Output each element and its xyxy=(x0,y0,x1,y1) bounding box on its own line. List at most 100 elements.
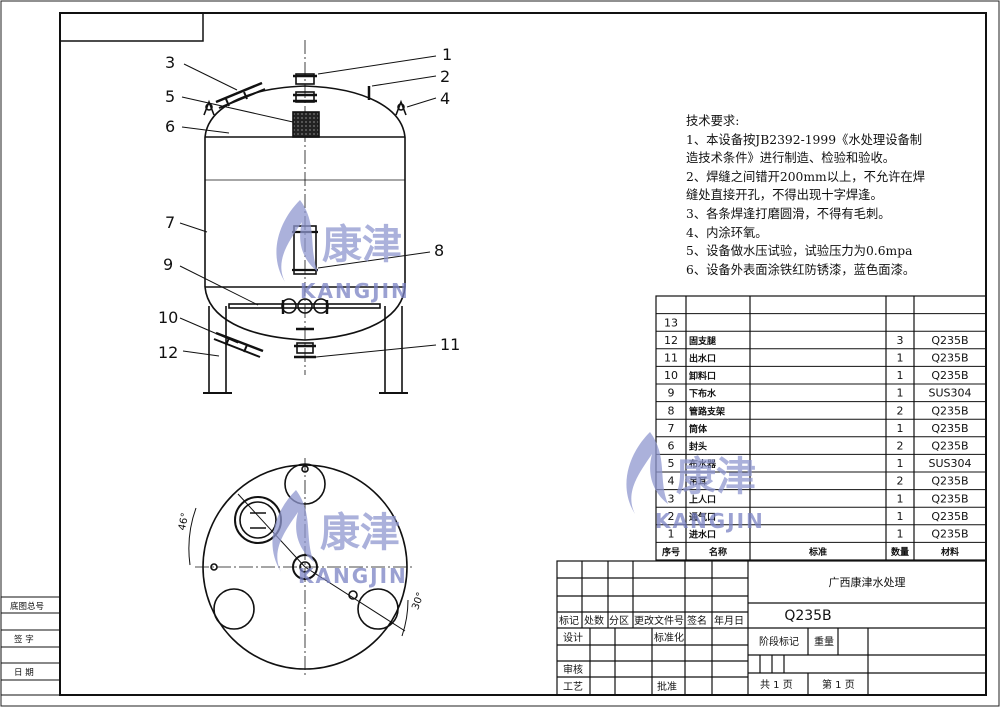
callout-4: 4 xyxy=(440,89,450,108)
bom-row-material: Q235B xyxy=(931,475,968,488)
bom-row-name: 封头 xyxy=(689,440,707,452)
tech-req-line: 缝处直接开孔，不得出现十字焊逢。 xyxy=(686,188,883,203)
bom-row-material: Q235B xyxy=(931,510,968,523)
rev-sign: 签名 xyxy=(687,614,707,627)
bom-header-cell: 序号 xyxy=(662,546,680,558)
bom-row-name: 固支腿 xyxy=(689,335,717,347)
bom-row-name: 卸料口 xyxy=(689,370,716,382)
bom-row-no: 4 xyxy=(668,475,675,488)
label-review: 审核 xyxy=(563,663,583,676)
watermark-logo-1: 康津 KANGJIN xyxy=(276,200,408,303)
distributor-mesh xyxy=(292,111,320,138)
bom-row-qty: 2 xyxy=(897,404,904,417)
bom-row-no: 3 xyxy=(668,492,675,505)
bom-row-no: 11 xyxy=(664,351,678,364)
side-label-date: 日 期 xyxy=(14,668,34,678)
tech-req-title: 技术要求: xyxy=(686,114,740,128)
bom-row-name: 下布水 xyxy=(689,388,717,400)
tech-req-line: 1、本设备按JB2392-1999《水处理设备制 xyxy=(686,132,923,147)
bom-row-name: 进水口 xyxy=(689,528,716,540)
callout-9: 9 xyxy=(163,255,173,274)
bom-row-no: 1 xyxy=(668,527,675,540)
rev-mark: 标记 xyxy=(559,615,579,627)
svg-text:康津: 康津 xyxy=(322,222,402,268)
bom-row-qty: 2 xyxy=(897,475,904,488)
bom-row-qty: 1 xyxy=(897,492,904,505)
side-stamp: 底图总号 签 字 日 期 xyxy=(0,596,61,696)
callout-2: 2 xyxy=(440,67,450,86)
bom-row-name: 筒体 xyxy=(689,423,708,435)
svg-text:康津: 康津 xyxy=(320,510,400,556)
tech-req-line: 4、内涂环氧。 xyxy=(686,225,768,240)
bom-header-cell: 标准 xyxy=(808,546,827,558)
callout-8: 8 xyxy=(434,241,444,260)
bom-row-qty: 1 xyxy=(897,422,904,435)
side-label-drawing-no: 底图总号 xyxy=(10,601,44,612)
title-block xyxy=(556,560,987,696)
tech-req-line: 5、设备做水压试验，试验压力为0.6mpa xyxy=(686,244,913,259)
bom-row-material: Q235B xyxy=(931,351,968,364)
bom-row-no: 13 xyxy=(664,316,678,329)
tech-req-line: 3、各条焊逢打磨圆滑，不得有毛刺。 xyxy=(686,206,891,221)
bom-row-material: Q235B xyxy=(931,422,968,435)
tech-req-line: 6、设备外表面涂铁红防锈漆，蓝色面漆。 xyxy=(686,262,916,277)
plan-view xyxy=(188,458,415,678)
svg-text:KANGJIN: KANGJIN xyxy=(655,509,765,533)
bom-row-qty: 2 xyxy=(897,439,904,452)
label-design: 设计 xyxy=(563,631,583,644)
bom-row-material: Q235B xyxy=(931,492,968,505)
label-weight: 重量 xyxy=(814,635,834,648)
callout-leaders xyxy=(179,55,437,358)
bom-row-name: 通气口 xyxy=(689,511,716,523)
top-left-box xyxy=(59,12,204,42)
callout-1: 1 xyxy=(442,45,452,64)
watermark-logo-2: 康津 KANGJIN xyxy=(272,490,406,588)
bom-row-qty: 1 xyxy=(897,457,904,470)
callout-numbers: 1 2 4 3 5 6 7 8 9 10 11 12 xyxy=(158,45,460,362)
bom-row-no: 7 xyxy=(668,422,675,435)
label-stage-mark: 阶段标记 xyxy=(759,635,799,648)
bom-row-no: 9 xyxy=(668,387,675,400)
bom-row-name: 布水器 xyxy=(688,458,717,470)
bom-row-qty: 1 xyxy=(897,351,904,364)
title-block-text: 广西康津水处理 Q235B 标记 处数 分区 更改文件号 签名 年月日 设计 标… xyxy=(559,575,906,693)
bom-row-name: 上人口 xyxy=(689,493,716,505)
total-pages: 共 1 页 xyxy=(760,679,793,691)
bom-row-qty: 1 xyxy=(897,510,904,523)
bom-row-no: 5 xyxy=(668,457,675,470)
bom-row-no: 6 xyxy=(668,439,675,452)
bom-row-qty: 1 xyxy=(897,387,904,400)
material-title: Q235B xyxy=(784,608,831,624)
technical-requirements: 技术要求: 1、本设备按JB2392-1999《水处理设备制 造技术条件》进行制… xyxy=(686,112,956,279)
label-process: 工艺 xyxy=(563,681,583,693)
bom-row-no: 2 xyxy=(668,510,675,523)
side-label-signature: 签 字 xyxy=(14,634,34,645)
bom-header-cell: 材料 xyxy=(940,546,959,558)
rev-count: 处数 xyxy=(584,614,604,627)
bom-row-material: Q235B xyxy=(931,527,968,540)
bom-header-cell: 数量 xyxy=(891,546,909,558)
callout-12: 12 xyxy=(158,343,178,362)
bom-row-qty: 1 xyxy=(897,369,904,382)
bom-row-name: 出水口 xyxy=(689,352,716,364)
bom-row-qty: 3 xyxy=(897,334,904,347)
callout-6: 6 xyxy=(165,117,175,136)
callout-10: 10 xyxy=(158,308,178,327)
bom-row-name: 吊耳 xyxy=(689,477,707,488)
angle-left-label: 46° xyxy=(177,512,191,532)
bom-row-material: Q235B xyxy=(931,369,968,382)
svg-text:康津: 康津 xyxy=(676,454,756,500)
bom-row-no: 10 xyxy=(664,369,678,382)
rev-doc: 更改文件号 xyxy=(634,614,684,627)
label-approve: 批准 xyxy=(657,680,677,693)
tech-req-line: 2、焊缝之间错开200mm以上，不允许在焊 xyxy=(686,169,926,184)
callout-7: 7 xyxy=(165,213,175,232)
bom-row-material: Q235B xyxy=(931,439,968,452)
bom-header-cell: 名称 xyxy=(709,546,727,558)
callout-3: 3 xyxy=(165,53,175,72)
rev-date: 年月日 xyxy=(714,614,744,627)
label-standardization: 标准化 xyxy=(654,631,684,644)
